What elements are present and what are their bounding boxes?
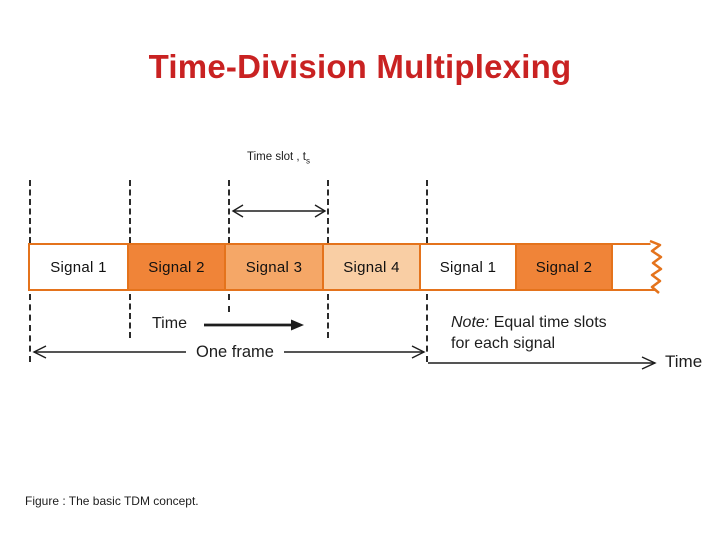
signal-slot: Signal 2 bbox=[129, 245, 226, 289]
time-arrow-label: Time bbox=[152, 315, 187, 332]
signal-slot-row: Signal 1 Signal 2 Signal 3 Signal 4 Sign… bbox=[28, 243, 658, 291]
note-line-2: for each signal bbox=[451, 335, 556, 352]
signal-slot-continuation bbox=[613, 245, 647, 289]
time-axis-arrow-icon bbox=[428, 356, 657, 370]
dashed-guide-line bbox=[327, 294, 329, 338]
note-prefix: Note: bbox=[451, 314, 490, 331]
dashed-guide-line bbox=[129, 180, 131, 243]
note-line-1-rest: Equal time slots bbox=[489, 314, 607, 331]
time-arrow-icon bbox=[204, 319, 304, 331]
signal-slot: Signal 2 bbox=[517, 245, 613, 289]
note-text: Note: Equal time slots for each signal bbox=[451, 312, 607, 354]
signal-slot: Signal 1 bbox=[30, 245, 129, 289]
figure-caption: Figure : The basic TDM concept. bbox=[25, 494, 199, 508]
time-axis-label: Time bbox=[665, 352, 703, 371]
time-slot-label-text: Time slot , t bbox=[247, 151, 306, 163]
slide-title: Time-Division Multiplexing bbox=[148, 48, 572, 85]
signal-slot: Signal 3 bbox=[226, 245, 324, 289]
time-slot-label: Time slot , ts bbox=[247, 151, 310, 165]
dashed-guide-line bbox=[129, 294, 131, 338]
signal-slot: Signal 1 bbox=[421, 245, 517, 289]
dashed-guide-line bbox=[228, 294, 230, 312]
dashed-guide-line bbox=[426, 294, 428, 362]
time-slot-subscript: s bbox=[306, 156, 310, 166]
dashed-guide-line bbox=[29, 180, 31, 243]
dashed-guide-line bbox=[327, 180, 329, 243]
note-line-1: Note: Equal time slots bbox=[451, 312, 607, 333]
time-slot-double-arrow-icon bbox=[231, 204, 327, 218]
dashed-guide-line bbox=[29, 294, 31, 362]
dashed-guide-line bbox=[228, 180, 230, 243]
one-frame-label: One frame bbox=[186, 343, 284, 362]
dashed-guide-line bbox=[426, 180, 428, 243]
signal-slot: Signal 4 bbox=[324, 245, 421, 289]
torn-edge-icon bbox=[649, 239, 663, 294]
